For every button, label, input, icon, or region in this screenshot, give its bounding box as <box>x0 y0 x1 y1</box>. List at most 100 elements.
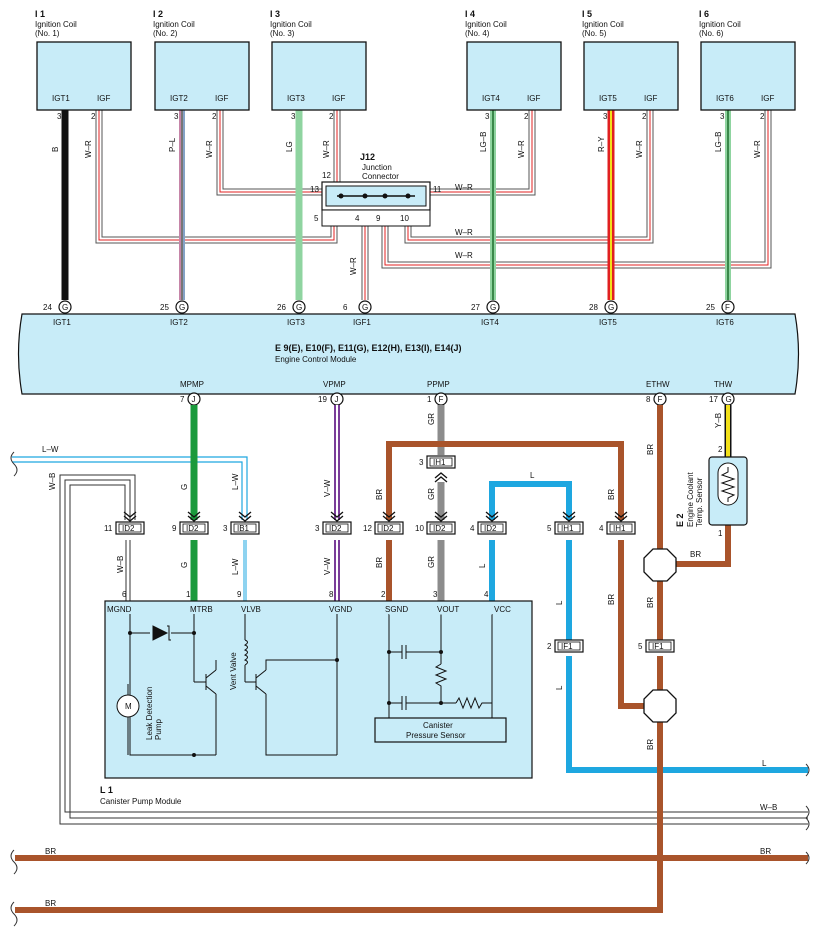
ecm-bottom-pin-label: VPMP <box>323 380 346 389</box>
coil-igf-pin: 2 <box>642 112 647 121</box>
j12-pin10: 10 <box>400 214 409 223</box>
ecm-bottom-pin-num: 19 <box>318 395 327 404</box>
coil-igt-label: IGT6 <box>716 94 734 103</box>
connector-pin: 11 <box>104 524 113 533</box>
coil-igt-pin: 3 <box>603 112 608 121</box>
ecm-subtitle: Engine Control Module <box>275 355 357 364</box>
coil-igf-label: IGF <box>97 94 110 103</box>
ecm-bottom-pin-conn: G <box>726 395 732 404</box>
ecm-top-pin-num: 6 <box>343 303 348 312</box>
connector-name: ID2 <box>186 524 199 533</box>
j12-line1: Junction <box>362 163 392 172</box>
ecm-top-pin-num: 24 <box>43 303 52 312</box>
pressure-sensor-label2: Pressure Sensor <box>406 731 466 740</box>
connector-name: IH1 <box>613 524 626 533</box>
ecm-bottom-pin-num: 1 <box>427 395 432 404</box>
coil-igt-pin: 3 <box>57 112 62 121</box>
coil-title: Ignition Coil <box>465 20 507 29</box>
ecm-top-pin-num: 27 <box>471 303 480 312</box>
coil-igt-label: IGT4 <box>482 94 500 103</box>
pump-pin-num: 8 <box>329 590 334 599</box>
connector-name: ID2 <box>122 524 135 533</box>
wire-label-lw1: L–W <box>231 473 240 490</box>
wire-label-br-right: BR <box>607 489 616 500</box>
coil-igt-label: IGT1 <box>52 94 70 103</box>
ecm-top-pin-conn: G <box>490 303 496 312</box>
ecm-top-pin-label: IGF1 <box>353 318 371 327</box>
coil-igf-label: IGF <box>644 94 657 103</box>
coil-igt-pin: 3 <box>174 112 179 121</box>
coil-igt-pin: 3 <box>720 112 725 121</box>
coil-igf-pin: 2 <box>329 112 334 121</box>
connector-pin: 3 <box>419 458 424 467</box>
coil-igf-wire-color: W–R <box>753 140 762 158</box>
ecm-bottom-pin-num: 7 <box>180 395 185 404</box>
coil-id: I 1 <box>35 9 45 19</box>
connector-name: IF1 <box>652 642 664 651</box>
coil-igf-label: IGF <box>761 94 774 103</box>
coil-igt-label: IGT5 <box>599 94 617 103</box>
pump-pin-label: VCC <box>494 605 511 614</box>
pressure-sensor-label1: Canister <box>423 721 453 730</box>
wire-label-vw1: V–W <box>323 479 332 497</box>
coil-body <box>36 41 132 111</box>
pump-module-title: Canister Pump Module <box>100 797 182 806</box>
coil-igt-wire-color: LG <box>285 141 294 152</box>
connector-id2-b: ID2 9 <box>172 511 209 535</box>
ecm-top-pin-num: 25 <box>706 303 715 312</box>
connector-pin: 9 <box>172 524 177 533</box>
wire-label-g2: G <box>180 562 189 568</box>
coil-body <box>271 41 367 111</box>
engine-control-module: E 9(E), E10(F), E11(G), E12(H), E13(I), … <box>17 300 800 406</box>
coil-igf-pin: 2 <box>212 112 217 121</box>
j12-pin9: 9 <box>376 214 381 223</box>
connector-name: ID2 <box>329 524 342 533</box>
ecm-top-pin-conn: G <box>608 303 614 312</box>
connector-name: ID2 <box>433 524 446 533</box>
connector-name: IH1 <box>561 524 574 533</box>
j12-id: J12 <box>360 152 375 162</box>
wire-label-vw2: V–W <box>323 557 332 575</box>
pump-pin-num: 3 <box>433 590 438 599</box>
wire-label-l1: L <box>530 471 535 480</box>
ecm-bottom-pin-conn: J <box>335 395 339 404</box>
coil-igt-wire-color: R–Y <box>597 136 606 152</box>
connector-pin: 3 <box>223 524 228 533</box>
coil-title: Ignition Coil <box>153 20 195 29</box>
wire-label-br-bus1-right: BR <box>760 847 771 856</box>
coil-igt-wire-color: P–L <box>168 137 177 152</box>
ecm-bottom-pin-conn: F <box>658 395 663 404</box>
sensor-line2: Temp. Sensor <box>695 477 704 527</box>
wire-label-br-bus1-left: BR <box>45 847 56 856</box>
coil-igt-label: IGT3 <box>287 94 305 103</box>
connector-name: ID2 <box>484 524 497 533</box>
ecm-top-pin-label: IGT6 <box>716 318 734 327</box>
sensor-pin-bottom: 1 <box>718 529 723 538</box>
wire-label-yb: Y–B <box>714 413 723 428</box>
j12-wire-label: W–R <box>455 183 473 192</box>
coil-id: I 5 <box>582 9 592 19</box>
wire-label-gr1: GR <box>427 413 436 425</box>
coil-number: (No. 5) <box>582 29 607 38</box>
wire-label-l2: L <box>478 563 487 568</box>
wire-label-br-sensor: BR <box>690 550 701 559</box>
vent-valve-label: Vent Valve <box>229 652 238 690</box>
j12-wire-label: W–R <box>349 257 358 275</box>
j12-pin11: 11 <box>433 185 442 194</box>
coil-igf-label: IGF <box>215 94 228 103</box>
connector-pin: 5 <box>638 642 643 651</box>
connector-pin: 4 <box>599 524 604 533</box>
coil-igf-pin: 2 <box>760 112 765 121</box>
